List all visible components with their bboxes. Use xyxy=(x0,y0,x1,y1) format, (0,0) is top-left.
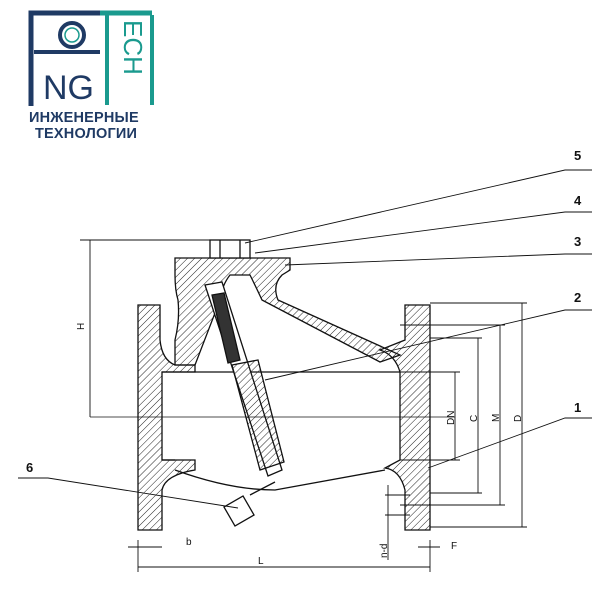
left-flange xyxy=(137,304,196,531)
dim-f: F xyxy=(451,541,457,552)
logo-line-1: ИНЖЕНЕРНЫЕ xyxy=(29,110,139,126)
drain-plug xyxy=(223,495,255,527)
svg-text:NG: NG xyxy=(43,69,94,107)
right-flange xyxy=(378,304,431,531)
bonnet xyxy=(174,257,402,366)
dim-l: L xyxy=(258,556,264,567)
top-bolt xyxy=(209,239,251,259)
callout-5: 5 xyxy=(574,148,581,163)
dim-n-d: n-d xyxy=(379,544,390,558)
dim-c: C xyxy=(469,415,480,422)
callout-6: 6 xyxy=(26,460,33,475)
callout-4: 4 xyxy=(574,193,582,208)
company-logo: NG ECH ИНЖЕНЕРНЫЕ ТЕХНОЛОГИИ xyxy=(0,0,200,150)
callout-1: 1 xyxy=(574,400,581,415)
callout-2: 2 xyxy=(574,290,581,305)
dim-dn: DN xyxy=(446,411,457,425)
dim-m: M xyxy=(491,414,502,422)
dim-d: D xyxy=(513,415,524,422)
svg-text:ECH: ECH xyxy=(118,20,148,75)
logo-mark: NG ECH xyxy=(28,10,154,107)
dim-b: b xyxy=(186,537,192,548)
logo-line-2: ТЕХНОЛОГИИ xyxy=(35,126,138,142)
callout-3: 3 xyxy=(574,234,581,249)
dim-h: H xyxy=(76,323,87,330)
